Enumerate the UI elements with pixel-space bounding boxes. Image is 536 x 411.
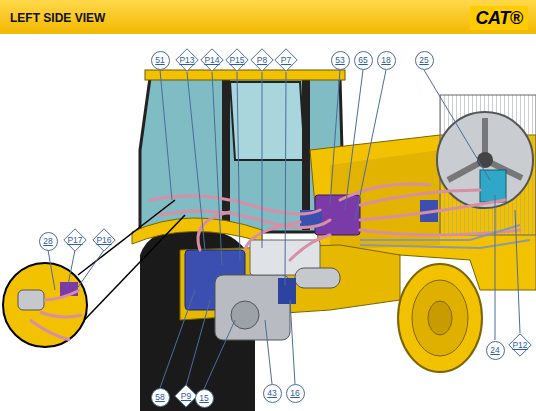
callout-circle: 18	[377, 51, 396, 70]
tubes	[360, 225, 530, 248]
fan-hub	[477, 152, 493, 168]
callout-diamond: P15	[225, 48, 249, 72]
callout-circle: 51	[151, 51, 170, 70]
callout-diamond: P13	[175, 48, 199, 72]
callout-circle: 53	[331, 51, 350, 70]
cab-roof	[145, 70, 345, 80]
callout-number: P7	[281, 55, 291, 65]
callout-circle: 25	[415, 51, 434, 70]
inset-circle	[3, 263, 87, 347]
callout-number: 65	[358, 55, 367, 65]
callout-number: 18	[381, 55, 390, 65]
sensor-block	[480, 170, 506, 202]
callout-circle: 16	[286, 384, 305, 403]
callout-diamond: P7	[274, 48, 298, 72]
callout-number: 28	[43, 236, 52, 246]
filter	[295, 268, 340, 288]
callout-number: 24	[490, 345, 499, 355]
callout-diamond: P12	[508, 333, 532, 357]
cab-door-glass	[230, 82, 305, 160]
callout-circle: 65	[354, 51, 373, 70]
page-title: LEFT SIDE VIEW	[10, 11, 105, 25]
inset-hoses	[30, 290, 82, 340]
callout-number: P14	[204, 55, 219, 65]
rear-rim	[398, 264, 482, 372]
logo-ground	[470, 6, 528, 30]
pump-flange	[231, 301, 259, 329]
callout-number: P9	[181, 391, 191, 401]
callout-number: P16	[96, 235, 111, 245]
callout-circle: 43	[263, 384, 282, 403]
inset-leader	[78, 200, 175, 275]
callout-diamond: P14	[200, 48, 224, 72]
callout-number: 58	[155, 392, 164, 402]
callout-diamond: P16	[92, 228, 116, 252]
cab-pillar	[222, 80, 230, 230]
callout-diamond: P8	[250, 48, 274, 72]
callout-circle: 24	[486, 341, 505, 360]
cooling-fan	[437, 112, 533, 208]
callout-circle: 15	[195, 389, 214, 408]
inset-leader	[70, 215, 185, 335]
leader-lines	[48, 70, 520, 389]
callout-circle: 58	[151, 388, 170, 407]
cab-pillar	[302, 80, 310, 230]
callout-number: 15	[199, 393, 208, 403]
callout-circle: 28	[39, 232, 58, 251]
callout-number: P13	[179, 55, 194, 65]
callout-number: 53	[335, 55, 344, 65]
header-band	[0, 0, 536, 34]
callout-number: 43	[267, 388, 276, 398]
callout-number: 51	[155, 55, 164, 65]
inset-sensor	[18, 290, 44, 310]
callout-number: 16	[290, 388, 299, 398]
brand-logo: CAT®	[476, 8, 523, 29]
rim-disc	[412, 280, 468, 356]
callout-number: P8	[257, 55, 267, 65]
callout-diamond: P17	[63, 228, 87, 252]
callout-number: P15	[229, 55, 244, 65]
valve	[278, 278, 296, 304]
callout-number: P17	[67, 235, 82, 245]
callout-number: 25	[419, 55, 428, 65]
callout-number: P12	[512, 340, 527, 350]
rim-hub	[428, 301, 452, 335]
